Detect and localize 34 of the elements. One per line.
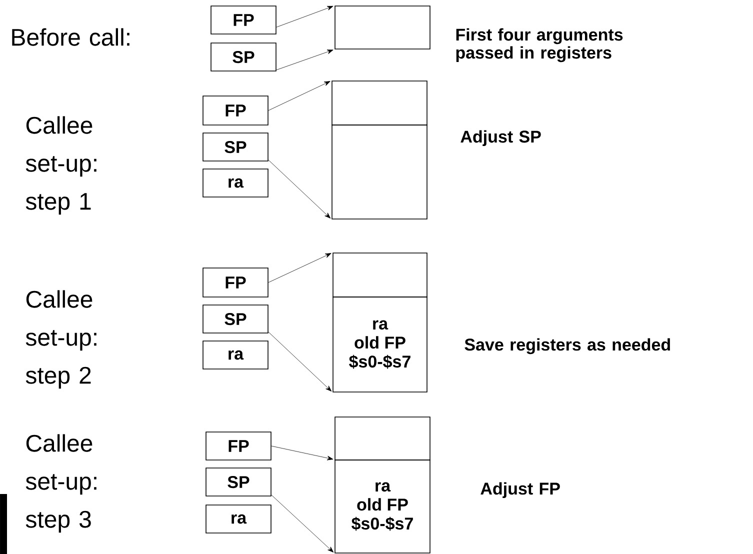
arrow [271,494,334,552]
step-heading: Callee set-up: step 3 [26,434,96,533]
arrow [276,6,334,28]
arrow [276,50,334,70]
stack-frame [332,252,428,298]
step-heading: Callee set-up: step 2 [26,290,96,389]
arrow [271,446,334,460]
step-heading: Callee set-up: step 1 [26,116,96,215]
register-box: FP [210,6,276,34]
stack-frame [334,416,430,460]
register-box: FP [202,268,268,298]
stack-frame: ra old FP $s0-$s7 [332,296,428,392]
note-text: First four arguments passed in registers [456,28,623,62]
arrow [268,81,330,111]
register-box: FP [202,96,268,126]
note-text: Save registers as needed [464,338,670,354]
note-text: Adjust FP [480,482,560,498]
register-box: FP [206,432,272,460]
register-box: ra [202,168,268,198]
register-box: SP [206,468,272,496]
arrow [268,332,332,392]
register-box: ra [202,340,268,370]
register-box: ra [206,504,272,534]
step-heading: Before call: [12,28,130,46]
stack-frame [334,6,430,50]
stack-frame [332,124,428,220]
stack-frame: ra old FP $s0-$s7 [334,460,430,554]
register-box: SP [210,42,276,72]
arrow [268,160,331,218]
stack-frame [332,80,428,126]
note-text: Adjust SP [460,130,541,146]
register-box: SP [202,132,268,162]
register-box: SP [202,304,268,334]
arrow [268,253,332,283]
